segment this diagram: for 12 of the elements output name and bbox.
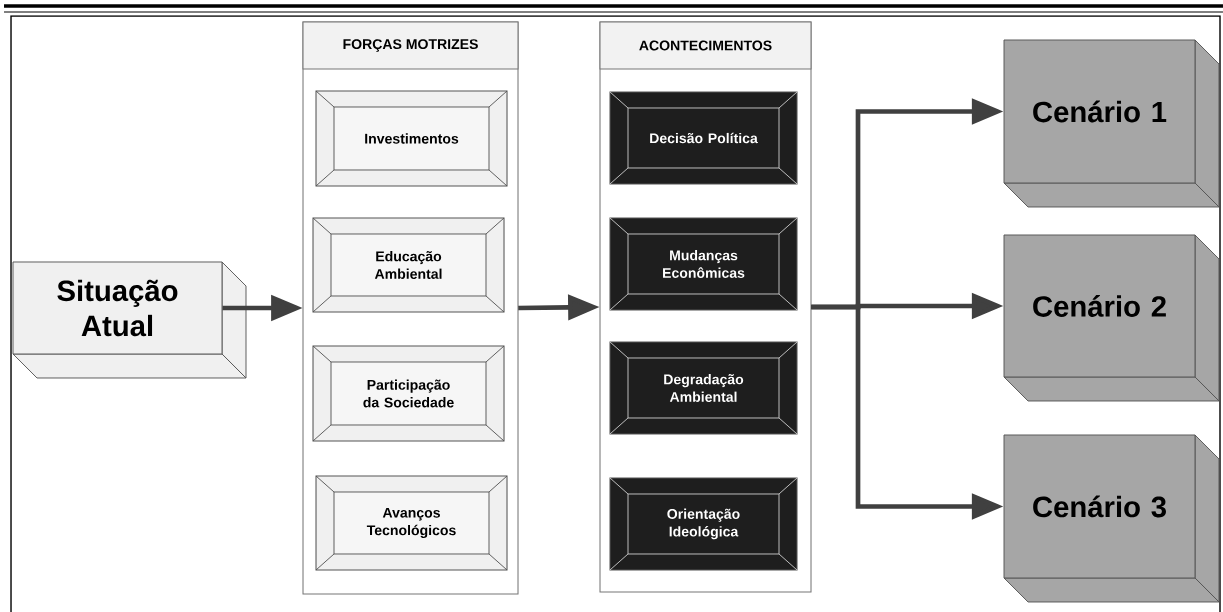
- bevel-box: Degradação Ambiental: [609, 341, 798, 435]
- cube-box: Situação Atual: [12, 261, 247, 379]
- cube-box: Cenário 1: [1003, 39, 1220, 208]
- bevel-box: Mudanças Econômicas: [609, 217, 798, 311]
- bevel-box: Investimentos: [315, 90, 508, 187]
- bevel-box: Decisão Política: [609, 91, 798, 185]
- bevel-box: Avanços Tecnológicos: [315, 475, 508, 571]
- cube-box: Cenário 2: [1003, 234, 1220, 402]
- bevel-box: Educação Ambiental: [312, 217, 505, 313]
- bevel-box: Participação da Sociedade: [312, 345, 505, 442]
- bevel-box: Orientação Ideológica: [609, 477, 798, 571]
- cube-box: Cenário 3: [1003, 434, 1220, 603]
